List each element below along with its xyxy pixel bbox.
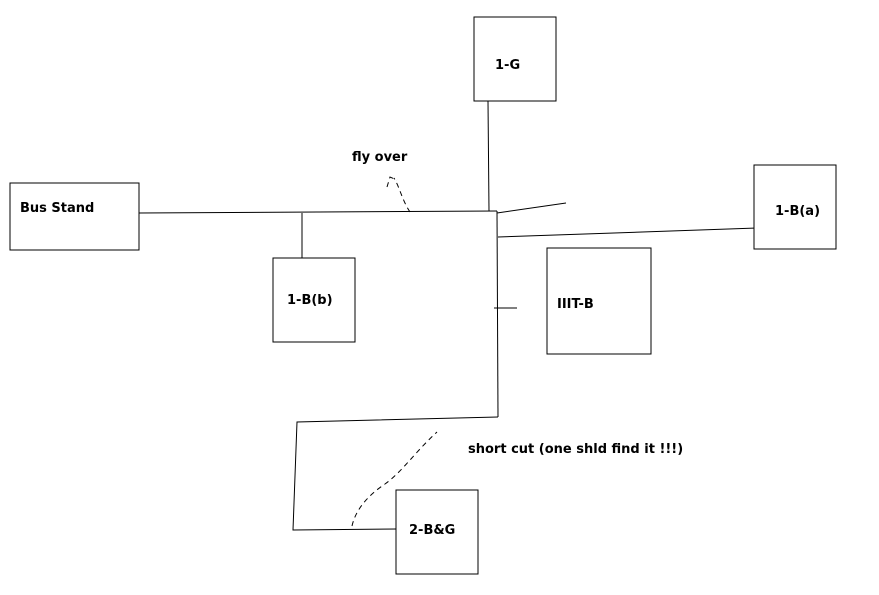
box-1-b-b: 1-B(b) <box>272 257 356 343</box>
1-g-label: 1-G <box>495 58 520 73</box>
box-1-g: 1-G <box>473 16 557 102</box>
vertical-road <box>496 210 499 418</box>
2-b-g-label: 2-B&G <box>409 523 455 538</box>
loop-road-to-2-b-g <box>292 416 499 531</box>
dashed-arrows <box>351 176 438 527</box>
box-1-b-a: 1-B(a) <box>753 164 837 250</box>
fly-over-arrow-head <box>386 176 398 188</box>
short-cut-arrow <box>351 431 438 527</box>
short-cut-note: short cut (one shld find it !!!) <box>468 442 683 457</box>
box-iiit-b: IIIT-B <box>546 247 652 355</box>
iiit-b-label: IIIT-B <box>557 297 594 312</box>
main-road <box>138 210 498 214</box>
fly-over-arrow <box>393 177 411 213</box>
roads <box>138 100 758 531</box>
road-to-1-g <box>487 100 490 212</box>
1-b-a-label: 1-B(a) <box>775 204 820 219</box>
box-2-b-g: 2-B&G <box>395 489 479 575</box>
road-to-1-b-a <box>497 227 758 238</box>
fly-over-note: fly over <box>352 150 408 165</box>
1-b-b-label: 1-B(b) <box>287 293 333 308</box>
box-bus-stand: Bus Stand <box>9 182 140 251</box>
bus-stand-label: Bus Stand <box>20 201 94 216</box>
road-stub <box>496 202 567 214</box>
